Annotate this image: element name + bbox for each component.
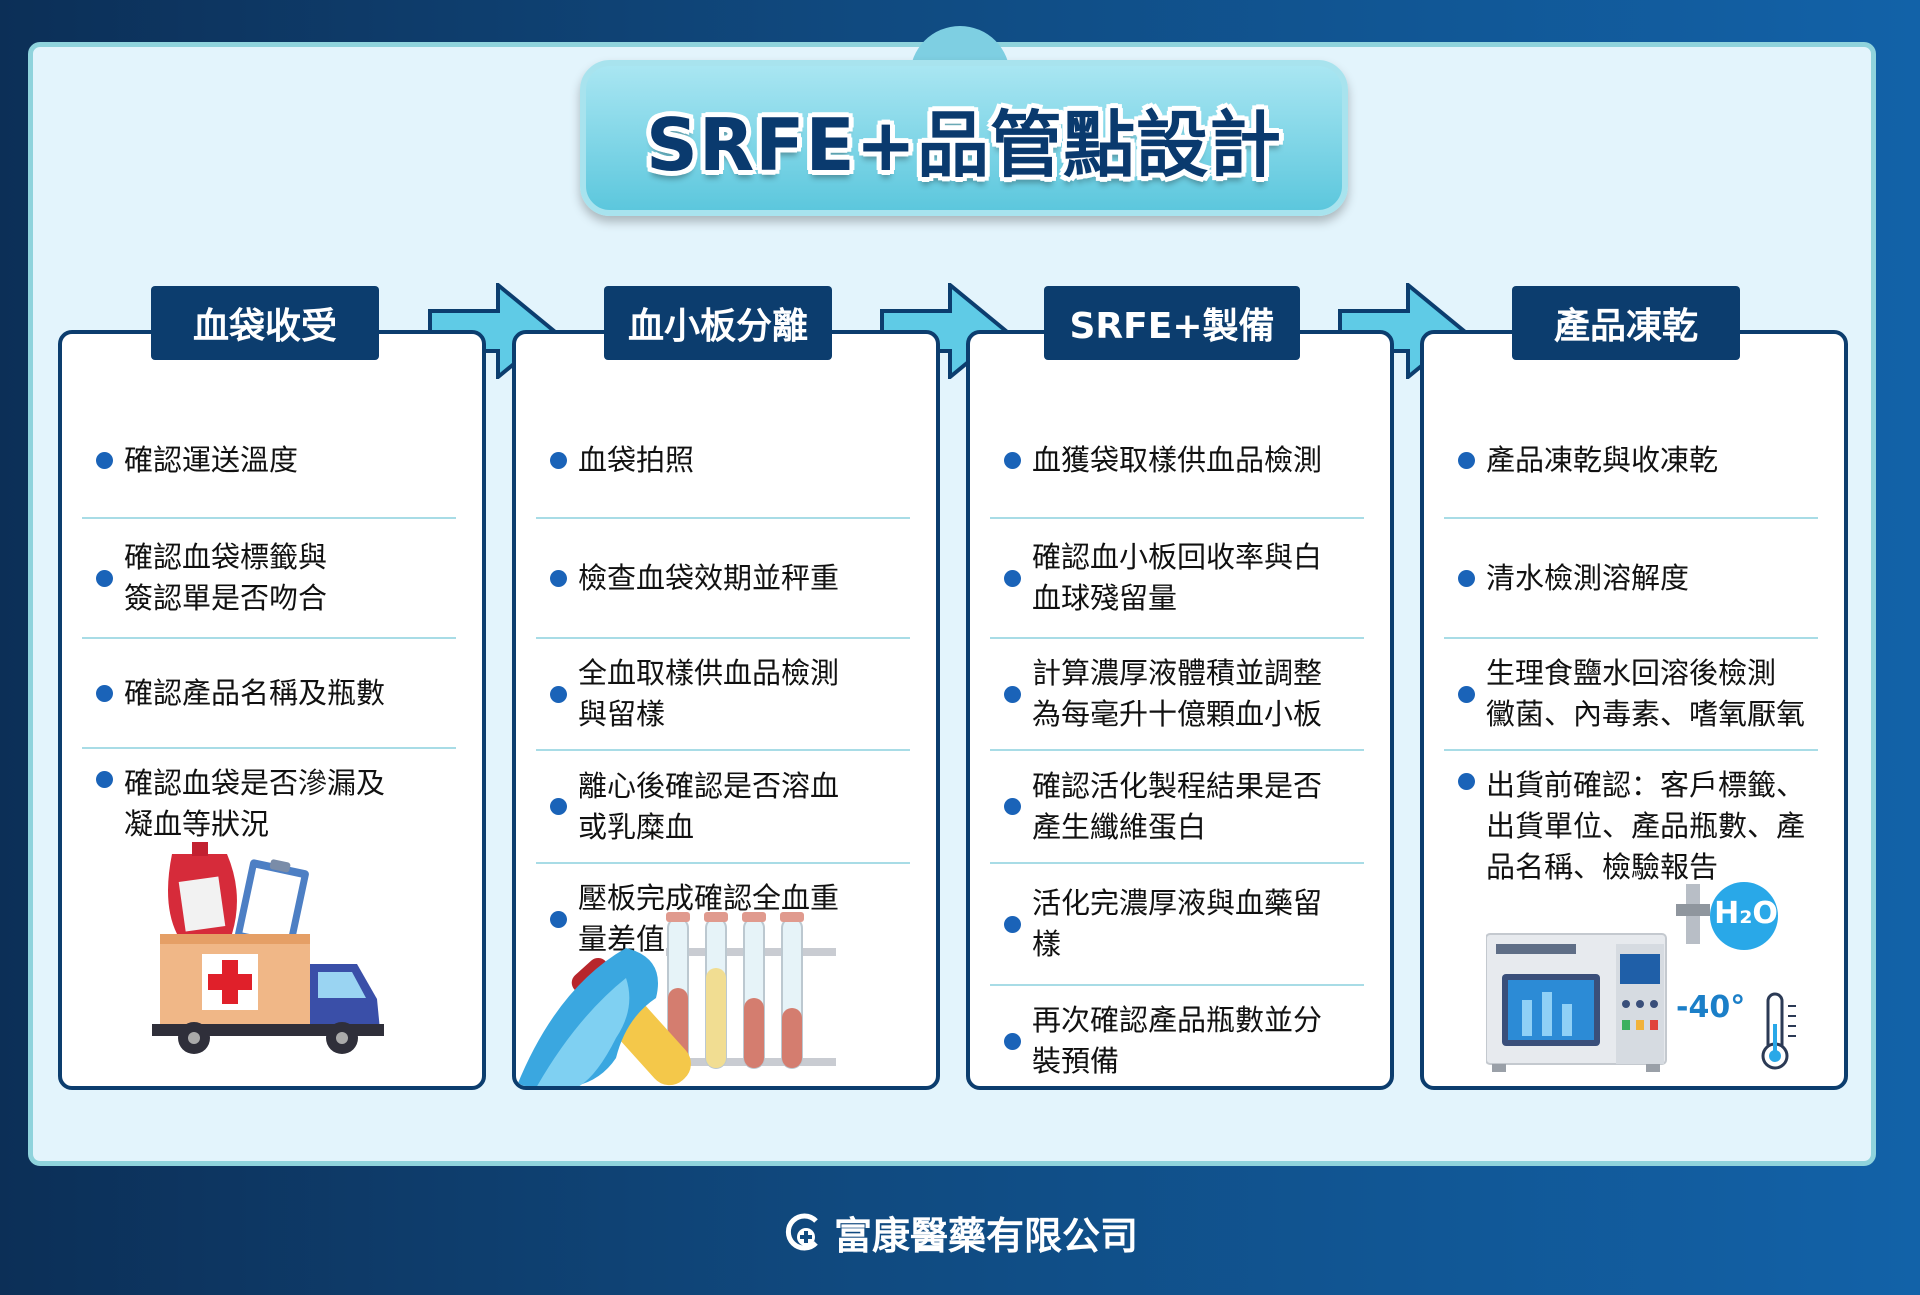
bullet-icon bbox=[1004, 569, 1021, 587]
list-item: 全血取樣供血品檢測 與留樣 bbox=[536, 639, 910, 751]
list-item: 產品凍乾與收凍乾 bbox=[1444, 404, 1818, 519]
list-item: 出貨前確認：客戶標籤、 出貨單位、產品瓶數、產 品名稱、檢驗報告 bbox=[1444, 751, 1818, 901]
bullet-icon bbox=[1458, 773, 1475, 790]
step-tag-platelet-separation: 血小板分離 bbox=[604, 286, 832, 360]
list-item: 確認活化製程結果是否 產生纖維蛋白 bbox=[990, 751, 1364, 864]
list-item: 確認血袋標籤與 簽認單是否吻合 bbox=[82, 519, 456, 639]
bullet-icon bbox=[1458, 685, 1475, 703]
company-name: 富康醫藥有限公司 bbox=[833, 1213, 1138, 1258]
title-box: SRFE+品管點設計 bbox=[580, 60, 1348, 216]
bullet-icon bbox=[550, 685, 567, 703]
delivery-truck-icon bbox=[152, 842, 384, 1054]
list-item: 血獲袋取樣供血品檢測 bbox=[990, 404, 1364, 519]
freeze-dryer-icon bbox=[1486, 882, 1796, 1072]
page-title: SRFE+品管點設計 bbox=[646, 102, 1282, 187]
list-item: 生理食鹽水回溶後檢測 黴菌、內毒素、嗜氧厭氧 bbox=[1444, 639, 1818, 751]
bullet-icon bbox=[550, 569, 567, 587]
h2o-label: H₂O bbox=[1714, 896, 1778, 931]
item-list: 產品凍乾與收凍乾 清水檢測溶解度 生理食鹽水回溶後檢測 黴菌、內毒素、嗜氧厭氧 … bbox=[1444, 404, 1818, 901]
bullet-icon bbox=[550, 452, 567, 469]
bullet-icon bbox=[1004, 798, 1021, 815]
step-tag-receiving: 血袋收受 bbox=[151, 286, 379, 360]
list-item: 確認血小板回收率與白 血球殘留量 bbox=[990, 519, 1364, 639]
list-item: 活化完濃厚液與血藥留 樣 bbox=[990, 864, 1364, 986]
bullet-icon bbox=[1004, 915, 1021, 933]
step-tag-freeze-drying: 產品凍乾 bbox=[1512, 286, 1740, 360]
step-card-receiving: 確認運送溫度 確認血袋標籤與 簽認單是否吻合 確認產品名稱及瓶數 確認血袋是否滲… bbox=[58, 330, 486, 1090]
bullet-icon bbox=[1458, 569, 1475, 587]
bullet-icon bbox=[1004, 685, 1021, 703]
step-tag-srfe-preparation: SRFE+製備 bbox=[1044, 286, 1300, 360]
bullet-icon bbox=[1458, 452, 1475, 469]
list-item: 離心後確認是否溶血 或乳糜血 bbox=[536, 751, 910, 864]
step-card-freeze-drying: 產品凍乾與收凍乾 清水檢測溶解度 生理食鹽水回溶後檢測 黴菌、內毒素、嗜氧厭氧 … bbox=[1420, 330, 1848, 1090]
list-item: 清水檢測溶解度 bbox=[1444, 519, 1818, 639]
step-card-platelet-separation: 血袋拍照 檢查血袋效期並秤重 全血取樣供血品檢測 與留樣 離心後確認是否溶血 或… bbox=[512, 330, 940, 1090]
bullet-icon bbox=[96, 771, 113, 788]
list-item: 檢查血袋效期並秤重 bbox=[536, 519, 910, 639]
bullet-icon bbox=[550, 798, 567, 815]
item-list: 確認運送溫度 確認血袋標籤與 簽認單是否吻合 確認產品名稱及瓶數 確認血袋是否滲… bbox=[82, 404, 456, 869]
list-item: 壓板完成確認全血重 量差值 bbox=[536, 864, 910, 974]
list-item: 確認產品名稱及瓶數 bbox=[82, 639, 456, 749]
list-item: 血袋拍照 bbox=[536, 404, 910, 519]
step-card-srfe-preparation: 血獲袋取樣供血品檢測 確認血小板回收率與白 血球殘留量 計算濃厚液體積並調整 為… bbox=[966, 330, 1394, 1090]
temperature-label: -40° bbox=[1676, 990, 1746, 1025]
bullet-icon bbox=[96, 569, 113, 587]
item-list: 血袋拍照 檢查血袋效期並秤重 全血取樣供血品檢測 與留樣 離心後確認是否溶血 或… bbox=[536, 404, 910, 974]
list-item: 再次確認產品瓶數並分 裝預備 bbox=[990, 986, 1364, 1086]
footer: 富康醫藥有限公司 bbox=[0, 1200, 1920, 1264]
bullet-icon bbox=[550, 910, 567, 928]
bullet-icon bbox=[1004, 1032, 1021, 1050]
bullet-icon bbox=[96, 684, 113, 702]
company-logo-icon bbox=[785, 1213, 818, 1251]
item-list: 血獲袋取樣供血品檢測 確認血小板回收率與白 血球殘留量 計算濃厚液體積並調整 為… bbox=[990, 404, 1364, 1086]
list-item: 計算濃厚液體積並調整 為每毫升十億顆血小板 bbox=[990, 639, 1364, 751]
bullet-icon bbox=[1004, 452, 1021, 469]
list-item: 確認運送溫度 bbox=[82, 404, 456, 519]
list-item: 確認血袋是否滲漏及 凝血等狀況 bbox=[82, 749, 456, 869]
test-tubes-icon bbox=[516, 912, 836, 1086]
bullet-icon bbox=[96, 452, 113, 469]
